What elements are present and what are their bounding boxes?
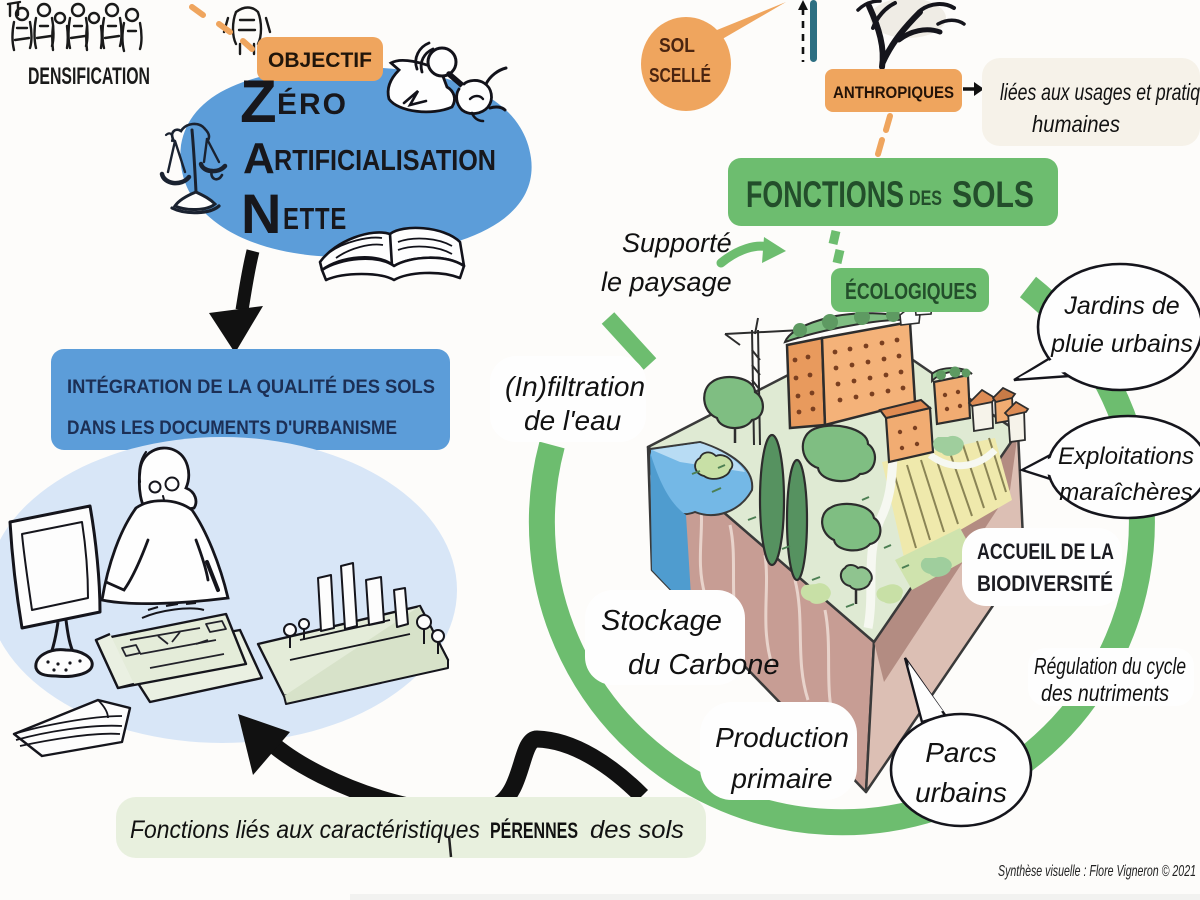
svg-text:ÉRO: ÉRO [277,87,348,121]
svg-text:ÉCOLOGIQUES: ÉCOLOGIQUES [845,277,977,304]
svg-text:DANS LES DOCUMENTS D'URBANISME: DANS LES DOCUMENTS D'URBANISME [67,418,397,439]
svg-text:des nutriments: des nutriments [1041,680,1169,706]
svg-text:A: A [243,134,275,183]
svg-text:Parcs: Parcs [925,737,997,768]
svg-text:le paysage: le paysage [601,267,732,297]
svg-text:Exploitations: Exploitations [1058,443,1194,470]
svg-text:Z: Z [240,68,277,135]
svg-text:humaines: humaines [1032,111,1120,137]
svg-text:Production: Production [715,722,849,753]
svg-text:urbains: urbains [915,777,1007,808]
svg-text:du Carbone: du Carbone [628,649,780,681]
svg-text:pluie urbains: pluie urbains [1050,330,1193,358]
svg-text:DENSIFICATION: DENSIFICATION [28,63,150,90]
svg-text:Supporté: Supporté [622,228,732,258]
svg-text:Stockage: Stockage [601,605,722,637]
svg-text:primaire: primaire [730,763,832,794]
svg-text:de l'eau: de l'eau [524,405,622,436]
svg-text:ACCUEIL DE LA: ACCUEIL DE LA [977,539,1114,564]
svg-text:RTIFICIALISATION: RTIFICIALISATION [274,145,496,177]
svg-text:SOLS: SOLS [952,174,1034,215]
svg-text:(In)filtration: (In)filtration [505,371,645,402]
svg-text:ETTE: ETTE [283,201,347,236]
svg-text:liées aux usages et pratiq: liées aux usages et pratiq [1000,79,1200,105]
svg-text:Jardins de: Jardins de [1063,292,1179,320]
svg-text:ANTHROPIQUES: ANTHROPIQUES [833,83,954,102]
svg-text:Synthèse visuelle : Flore Vign: Synthèse visuelle : Flore Vigneron © 202… [998,863,1196,880]
svg-text:N: N [241,182,281,245]
svg-text:INTÉGRATION DE LA QUALITÉ DES: INTÉGRATION DE LA QUALITÉ DES SOLS [67,376,435,398]
svg-text:SCELLÉ: SCELLÉ [649,64,711,87]
svg-text:FONCTIONS: FONCTIONS [746,174,904,215]
svg-text:des sols: des sols [590,816,684,844]
svg-text:PÉRENNES: PÉRENNES [490,818,578,843]
svg-text:BIODIVERSITÉ: BIODIVERSITÉ [977,571,1113,596]
svg-text:Fonctions liés aux caractérist: Fonctions liés aux caractéristiques [130,816,480,844]
svg-text:Régulation du cycle: Régulation du cycle [1034,653,1186,679]
svg-text:SOL: SOL [659,35,695,57]
svg-text:DES: DES [909,187,942,210]
svg-text:maraîchères: maraîchères [1059,479,1192,506]
svg-text:OBJECTIF: OBJECTIF [268,49,372,72]
